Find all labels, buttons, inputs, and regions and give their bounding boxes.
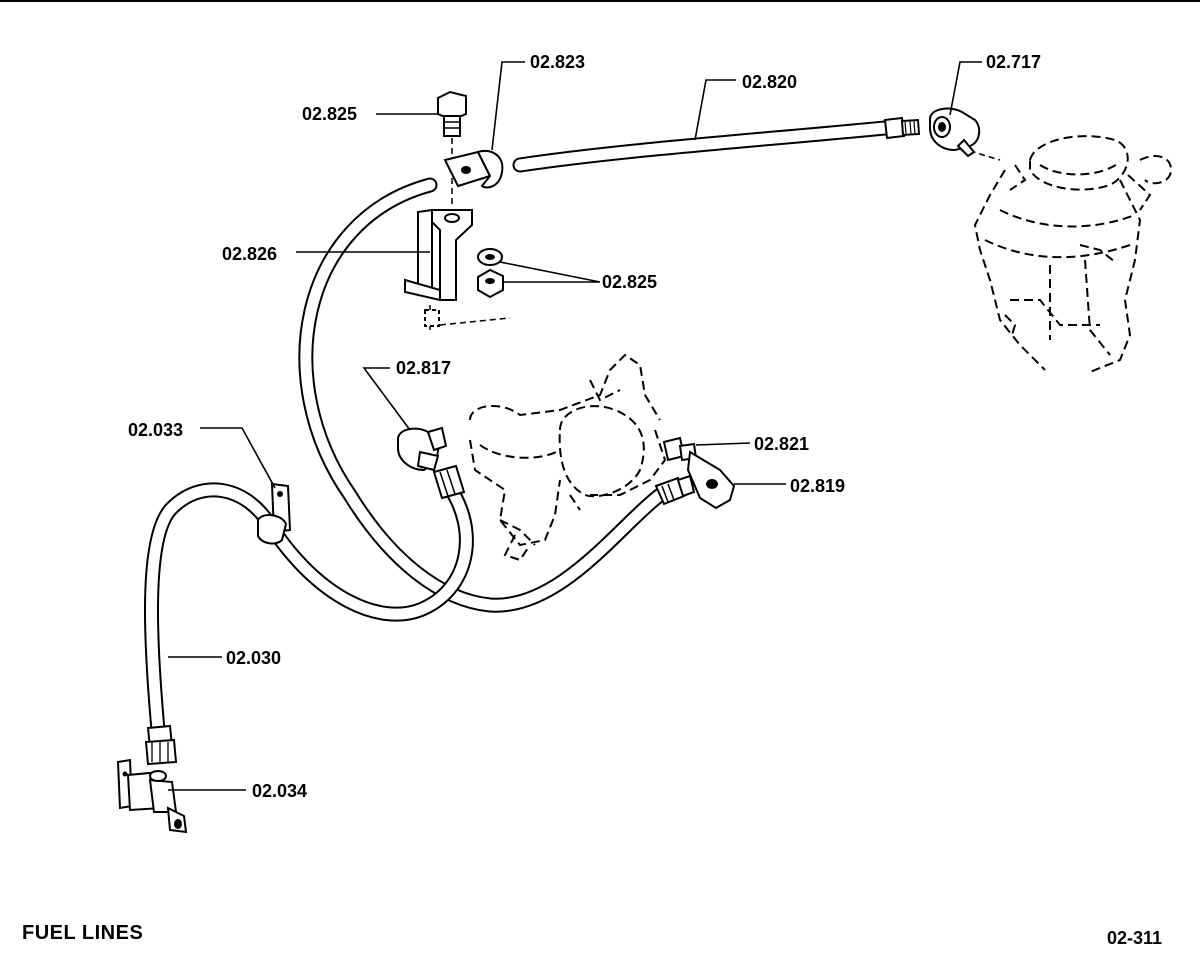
callout-02-825-nut: 02.825	[602, 272, 658, 292]
hose-02-820	[512, 116, 921, 173]
top-border	[0, 0, 1200, 2]
callout-02-819: 02.819	[790, 476, 846, 496]
callout-02-033: 02.033	[128, 420, 184, 440]
callout-02-030: 02.030	[226, 648, 282, 668]
mounting-bracket	[404, 208, 511, 330]
bolt	[437, 90, 467, 205]
callout-02-821: 02.821	[754, 434, 810, 454]
pump-inlet-elbow	[397, 426, 448, 472]
hose-clip	[257, 482, 292, 545]
callout-02-825-bolt: 02.825	[302, 104, 358, 124]
fuel-pump	[469, 353, 667, 562]
callout-02-820: 02.820	[742, 72, 798, 92]
leader-lines	[168, 61, 982, 791]
diagram-title: FUEL LINES	[22, 922, 144, 944]
carburetor	[959, 135, 1172, 373]
callout-02-823: 02.823	[530, 52, 586, 72]
hose-clamp	[443, 150, 504, 189]
callout-02-817: 02.817	[396, 358, 452, 378]
page-number: 02-311	[1106, 928, 1162, 948]
callout-02-826: 02.826	[222, 244, 278, 264]
callout-02-717: 02.717	[986, 52, 1042, 72]
washer-and-nut	[477, 248, 504, 299]
shutoff-valve	[116, 758, 188, 834]
pump-outlet-fittings	[662, 436, 736, 510]
elbow-fitting	[929, 107, 981, 158]
hose-02-030	[143, 464, 474, 766]
callout-02-034: 02.034	[252, 781, 308, 801]
hose-bracket-to-pump	[298, 177, 696, 613]
